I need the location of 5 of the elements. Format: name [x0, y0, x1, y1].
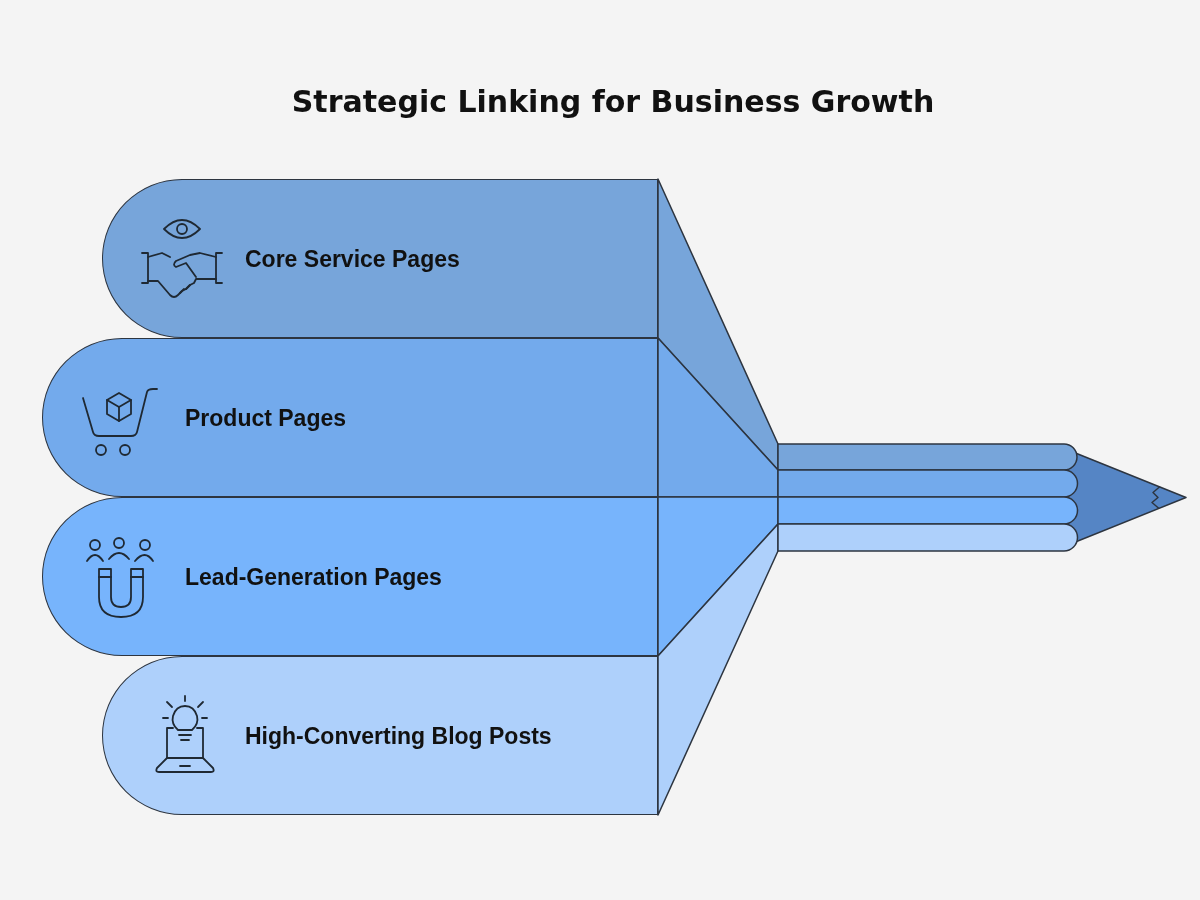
band-label: Core Service Pages	[245, 245, 460, 272]
band-label: Lead-Generation Pages	[185, 563, 442, 590]
title: Strategic Linking for Business Growth	[291, 83, 935, 119]
band-label: High-Converting Blog Posts	[245, 722, 552, 749]
band-label: Product Pages	[185, 404, 347, 431]
